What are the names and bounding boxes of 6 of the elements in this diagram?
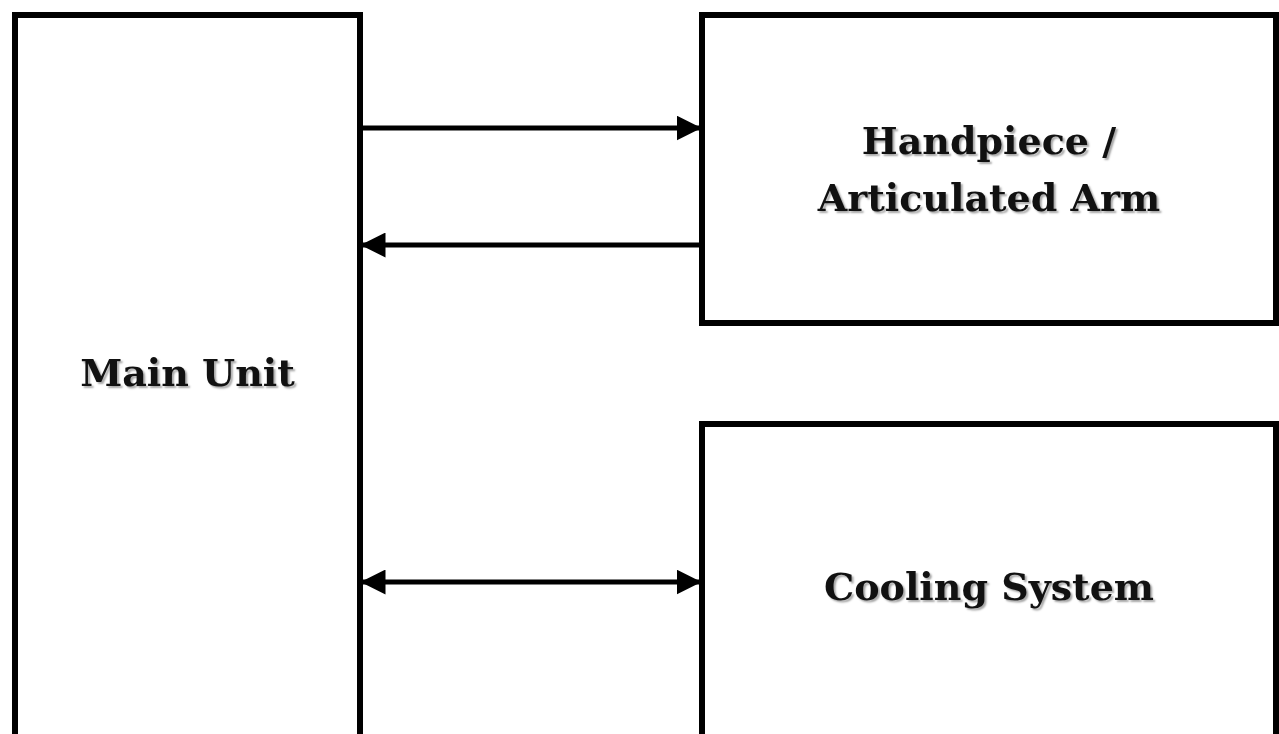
block-label: Main Unit <box>80 348 295 397</box>
block-label: Handpiece / Articulated Arm <box>816 117 1162 222</box>
block-box <box>699 421 1279 734</box>
block-box <box>12 12 363 734</box>
block-box <box>699 12 1279 326</box>
block-label: Cooling System <box>823 562 1155 611</box>
